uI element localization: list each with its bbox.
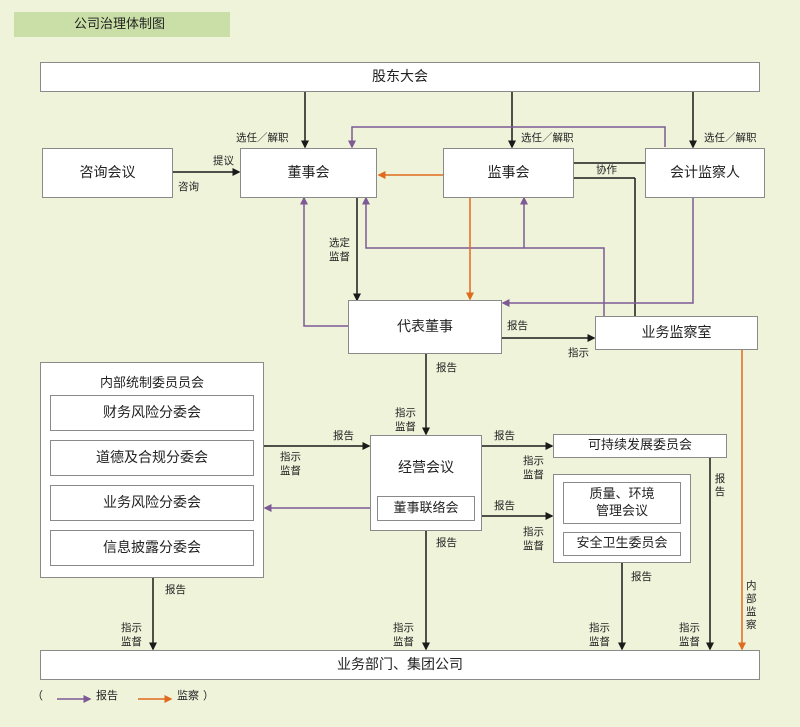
- disclosure-label: 信息披露分委会: [103, 540, 201, 556]
- departments-label: 业务部门、集团公司: [337, 657, 463, 673]
- board-label: 董事会: [287, 165, 330, 181]
- disclosure-subcommittee[interactable]: 信息披露分委会: [50, 530, 254, 566]
- label-instruct-internal-control: 指示: [280, 451, 301, 463]
- label-internal-audit-1: 内: [746, 580, 757, 592]
- legend: （ 报告 监察 ）: [32, 689, 240, 709]
- label-supervise-rep-director: 监督: [395, 421, 416, 433]
- ethics-compliance-label: 道德及合规分委会: [96, 450, 208, 466]
- board-box[interactable]: 董事会: [240, 148, 377, 198]
- shareholders-meeting-box[interactable]: 股东大会: [40, 62, 760, 92]
- financial-risk-label: 财务风险分委会: [103, 405, 201, 421]
- ethics-compliance-subcommittee[interactable]: 道德及合规分委会: [50, 440, 254, 476]
- departments-box[interactable]: 业务部门、集团公司: [40, 650, 760, 680]
- legend-inspect-label: 监察: [177, 689, 199, 702]
- label-instruct-rep-director: 指示: [395, 407, 416, 419]
- label-report-management-bottom: 报告: [436, 537, 457, 549]
- director-liaison-label: 董事联络会: [393, 500, 459, 516]
- internal-control-committee-title: 内部统制委员员会: [99, 376, 204, 391]
- financial-risk-subcommittee[interactable]: 财务风险分委会: [50, 395, 254, 431]
- label-report-audit-office: 报告: [507, 320, 528, 332]
- management-meeting-title: 经营会议: [398, 460, 454, 476]
- label-supervise-internal-control: 监督: [280, 465, 301, 477]
- auditor-label: 会计监察人: [670, 165, 740, 181]
- label-report-internal-control: 报告: [333, 430, 354, 442]
- quality-environment-label: 质量、环境 管理会议: [589, 487, 655, 519]
- label-report-sustainability-side: 报告: [714, 473, 726, 498]
- label-report-quality: 报告: [494, 500, 515, 512]
- audit-office-label: 业务监察室: [641, 325, 712, 341]
- label-supervise-bottom-3: 监督: [589, 636, 610, 648]
- label-elect-dismiss-auditor: 选任／解职: [704, 132, 757, 144]
- consulting-meeting-label: 咨询会议: [79, 165, 136, 181]
- safety-health-label: 安全卫生委员会: [576, 536, 668, 551]
- auditor-box[interactable]: 会计监察人: [645, 148, 765, 198]
- label-instruct-bottom-1: 指示: [121, 622, 142, 634]
- quality-environment-box[interactable]: 质量、环境 管理会议: [563, 482, 681, 524]
- label-supervise-bottom-2: 监督: [393, 636, 414, 648]
- business-risk-label: 业务风险分委会: [103, 495, 201, 511]
- supervisors-label: 监事会: [487, 165, 530, 181]
- label-supervise-sustainability: 监督: [523, 469, 544, 481]
- label-supervise-bottom-4: 监督: [679, 636, 700, 648]
- label-instruct-sustainability: 指示: [523, 455, 544, 467]
- label-report-rep-director: 报告: [436, 362, 457, 374]
- label-propose: 提议: [213, 155, 234, 167]
- supervisors-box[interactable]: 监事会: [443, 148, 574, 198]
- legend-open-paren: （: [32, 689, 43, 702]
- legend-report-label: 报告: [96, 689, 118, 702]
- label-instruct-bottom-4: 指示: [679, 622, 700, 634]
- label-report-sustainability: 报告: [494, 430, 515, 442]
- page-title: 公司治理体制图: [14, 12, 230, 37]
- label-supervise-quality: 监督: [523, 540, 544, 552]
- director-liaison-box[interactable]: 董事联络会: [377, 496, 475, 521]
- representative-director-box[interactable]: 代表董事: [348, 300, 502, 354]
- label-elect-dismiss-supervisors: 选任／解职: [521, 132, 574, 144]
- label-instruct-bottom-3: 指示: [589, 622, 610, 634]
- sustainability-committee-label: 可持续发展委员会: [587, 438, 692, 453]
- label-instruct-quality: 指示: [523, 526, 544, 538]
- label-instruct-audit-office: 指示: [568, 347, 589, 359]
- representative-director-label: 代表董事: [397, 319, 453, 335]
- label-elect-supervise-2: 监督: [329, 251, 350, 263]
- label-report-internal-bottom: 报告: [165, 584, 186, 596]
- business-risk-subcommittee[interactable]: 业务风险分委会: [50, 485, 254, 521]
- label-instruct-bottom-2: 指示: [393, 622, 414, 634]
- shareholders-meeting-label: 股东大会: [372, 69, 428, 85]
- label-consult: 咨询: [178, 181, 199, 193]
- audit-office-box[interactable]: 业务监察室: [595, 316, 758, 350]
- label-elect-dismiss-board: 选任／解职: [236, 132, 289, 144]
- label-internal-audit-3: 监: [746, 606, 757, 618]
- consulting-meeting-box[interactable]: 咨询会议: [42, 148, 173, 198]
- legend-close-paren: ）: [203, 689, 214, 702]
- safety-health-box[interactable]: 安全卫生委员会: [563, 532, 681, 556]
- label-internal-audit-2: 部: [746, 593, 757, 605]
- label-supervise-bottom-1: 监督: [121, 636, 142, 648]
- sustainability-committee-box[interactable]: 可持续发展委员会: [553, 434, 727, 458]
- label-cooperate: 协作: [596, 164, 617, 176]
- label-report-quality-bottom: 报告: [631, 571, 652, 583]
- label-internal-audit-4: 察: [746, 619, 757, 631]
- label-elect-supervise-1: 选定: [329, 237, 350, 249]
